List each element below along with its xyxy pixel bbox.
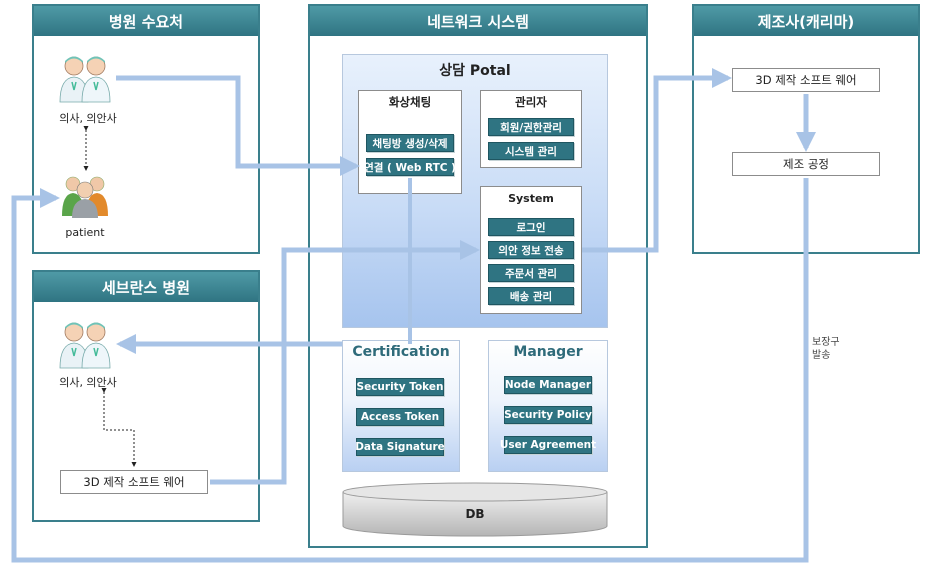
login-button[interactable]: 로그인 xyxy=(488,218,574,236)
doctor-icon xyxy=(58,52,114,104)
certification-title: Certification xyxy=(352,344,450,360)
user-agreement-button[interactable]: User Agreement xyxy=(500,436,596,454)
video-chat-title: 화상채팅 xyxy=(388,95,432,109)
patient-group-icon xyxy=(60,174,110,218)
manufacturer-software-box: 3D 제작 소프트 웨어 xyxy=(732,68,880,92)
system-management-button[interactable]: 시스템 관리 xyxy=(488,142,574,160)
doctor-label: 의사, 의안사 xyxy=(59,376,117,389)
manufacturing-process-box: 제조 공정 xyxy=(732,152,880,176)
admin-title: 관리자 xyxy=(515,95,547,109)
severance-software-box: 3D 제작 소프트 웨어 xyxy=(60,470,208,494)
send-prosthesis-info-button[interactable]: 의안 정보 전송 xyxy=(488,241,574,259)
arrow-system-to-manufacturer xyxy=(582,68,732,253)
dashed-doctor-software xyxy=(101,388,137,467)
webrtc-connect-button[interactable]: 연결 ( Web RTC ) xyxy=(364,158,456,176)
chat-room-create-delete-button[interactable]: 채팅방 생성/삭제 xyxy=(366,134,454,152)
portal-title: 상담 Potal xyxy=(439,63,511,79)
doctor-label: 의사, 의안사 xyxy=(59,112,117,125)
arrow-delivery-to-patient xyxy=(11,178,809,563)
delivery-management-button[interactable]: 배송 관리 xyxy=(488,287,574,305)
database-icon xyxy=(342,482,608,538)
delivery-note: 보장구 발송 xyxy=(812,337,840,361)
doctor-icon xyxy=(58,318,114,370)
arrow-software-to-system xyxy=(210,240,480,485)
access-token-button[interactable]: Access Token xyxy=(356,408,444,426)
data-signature-button[interactable]: Data Signature xyxy=(355,438,445,456)
node-manager-button[interactable]: Node Manager xyxy=(504,376,592,394)
system-title: System xyxy=(508,192,554,205)
manager-title: Manager xyxy=(513,344,583,360)
arrow-doctor-to-videochat xyxy=(116,75,360,176)
manufacturer-title: 제조사(캐리마) xyxy=(694,6,918,36)
network-system-title: 네트워크 시스템 xyxy=(310,6,646,36)
hospital-demand-title: 병원 수요처 xyxy=(34,6,258,36)
security-token-button[interactable]: Security Token xyxy=(356,378,444,396)
db-label: DB xyxy=(465,507,485,521)
patient-label: patient xyxy=(65,226,105,239)
security-policy-button[interactable]: Security Policy xyxy=(504,406,592,424)
member-permission-button[interactable]: 회원/권한관리 xyxy=(488,118,574,136)
order-management-button[interactable]: 주문서 관리 xyxy=(488,264,574,282)
severance-title: 세브란스 병원 xyxy=(34,272,258,302)
